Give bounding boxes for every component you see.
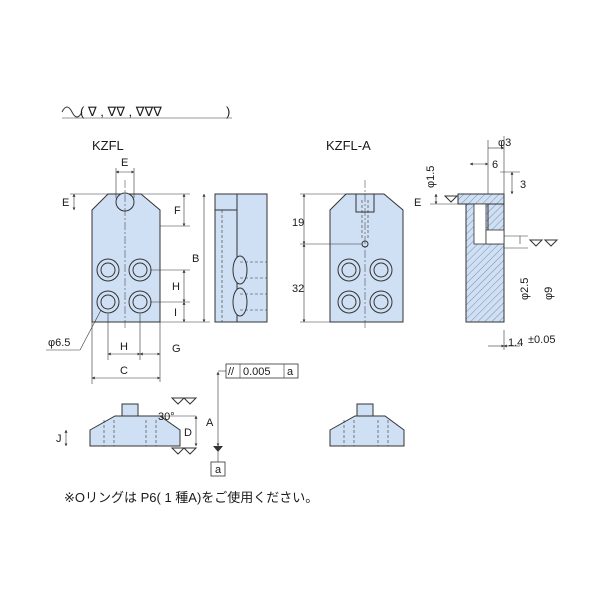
dim-C: C [120, 365, 128, 377]
o-ring-note: ※Oリングは P6( 1 種A)をご使用ください。 [64, 490, 318, 505]
dim-1-4: 1.4 [508, 337, 523, 349]
dim-tol-005: ±0.05 [528, 334, 555, 346]
dim-I: I [174, 307, 177, 319]
dim-H-vertical: H [172, 281, 180, 293]
kzfl-bottom-profile: D 30° J A a [56, 371, 226, 477]
datum-triangle-icon [213, 446, 223, 452]
datum-label: a [215, 464, 222, 476]
dim-A: A [206, 417, 214, 429]
dim-J: J [56, 433, 62, 445]
finish-open-paren: ( [80, 104, 85, 119]
dim-E-top: E [121, 157, 128, 169]
kzfl-a-port-holes [337, 258, 393, 314]
dim-E-left: E [62, 197, 69, 209]
kzfl-a-section-top-lip [457, 193, 505, 205]
dim-B: B [192, 253, 199, 265]
dim-3: 3 [520, 179, 526, 191]
surface-finish-header: ∇ , ∇∇ , ∇∇∇ ( ) [61, 104, 232, 119]
dim-phi9: φ9 [543, 287, 555, 300]
kzfl-side-boss [214, 193, 238, 211]
dim-phi25: φ2.5 [519, 278, 531, 300]
parallelism-tolerance-frame: // 0.005 a [218, 363, 299, 379]
dim-H-horizontal: H [120, 341, 128, 353]
kzfl-profile-body [89, 415, 181, 447]
kzfl-title: KZFL [92, 138, 124, 153]
kzfl-a-front-view: 19 32 [292, 180, 404, 330]
dim-30: 30° [158, 411, 175, 423]
dim-D: D [184, 427, 192, 439]
kzfl-a-section-view: φ3 6 3 φ1.5 E φ2.5 φ9 1.4 ±0.05 [414, 136, 559, 350]
kzfl-front-view: E E F B H I H G C φ [46, 157, 210, 384]
kzfl-side-port-upper [232, 255, 248, 285]
kzfl-profile-boss [121, 403, 139, 417]
kzfl-a-title: KZFL-A [326, 138, 371, 153]
finish-close-paren: ) [226, 104, 230, 119]
finish-symbols: ∇ , ∇∇ , ∇∇∇ [87, 104, 162, 119]
dim-19: 19 [292, 217, 304, 229]
kzfl-side-view [214, 193, 268, 323]
datum-box [210, 461, 226, 477]
dim-phi3: φ3 [498, 137, 511, 149]
finish-tilde-icon [61, 106, 83, 118]
dim-phi15: φ1.5 [425, 166, 437, 188]
tolerance-symbol: // [228, 366, 235, 378]
kzfl-a-profile-boss [356, 403, 374, 417]
dim-6: 6 [492, 159, 498, 171]
tolerance-value: 0.005 [243, 366, 271, 378]
dim-G: G [172, 343, 181, 355]
dim-32: 32 [292, 283, 304, 295]
kzfl-a-bottom-profile [329, 403, 405, 447]
tolerance-datum: a [287, 366, 294, 378]
kzfl-side-port-lower [232, 287, 248, 317]
dim-F: F [174, 205, 181, 217]
dim-E-section: E [414, 197, 421, 209]
kzfl-a-profile-body [329, 415, 405, 447]
dim-phi65: φ6.5 [48, 337, 70, 349]
